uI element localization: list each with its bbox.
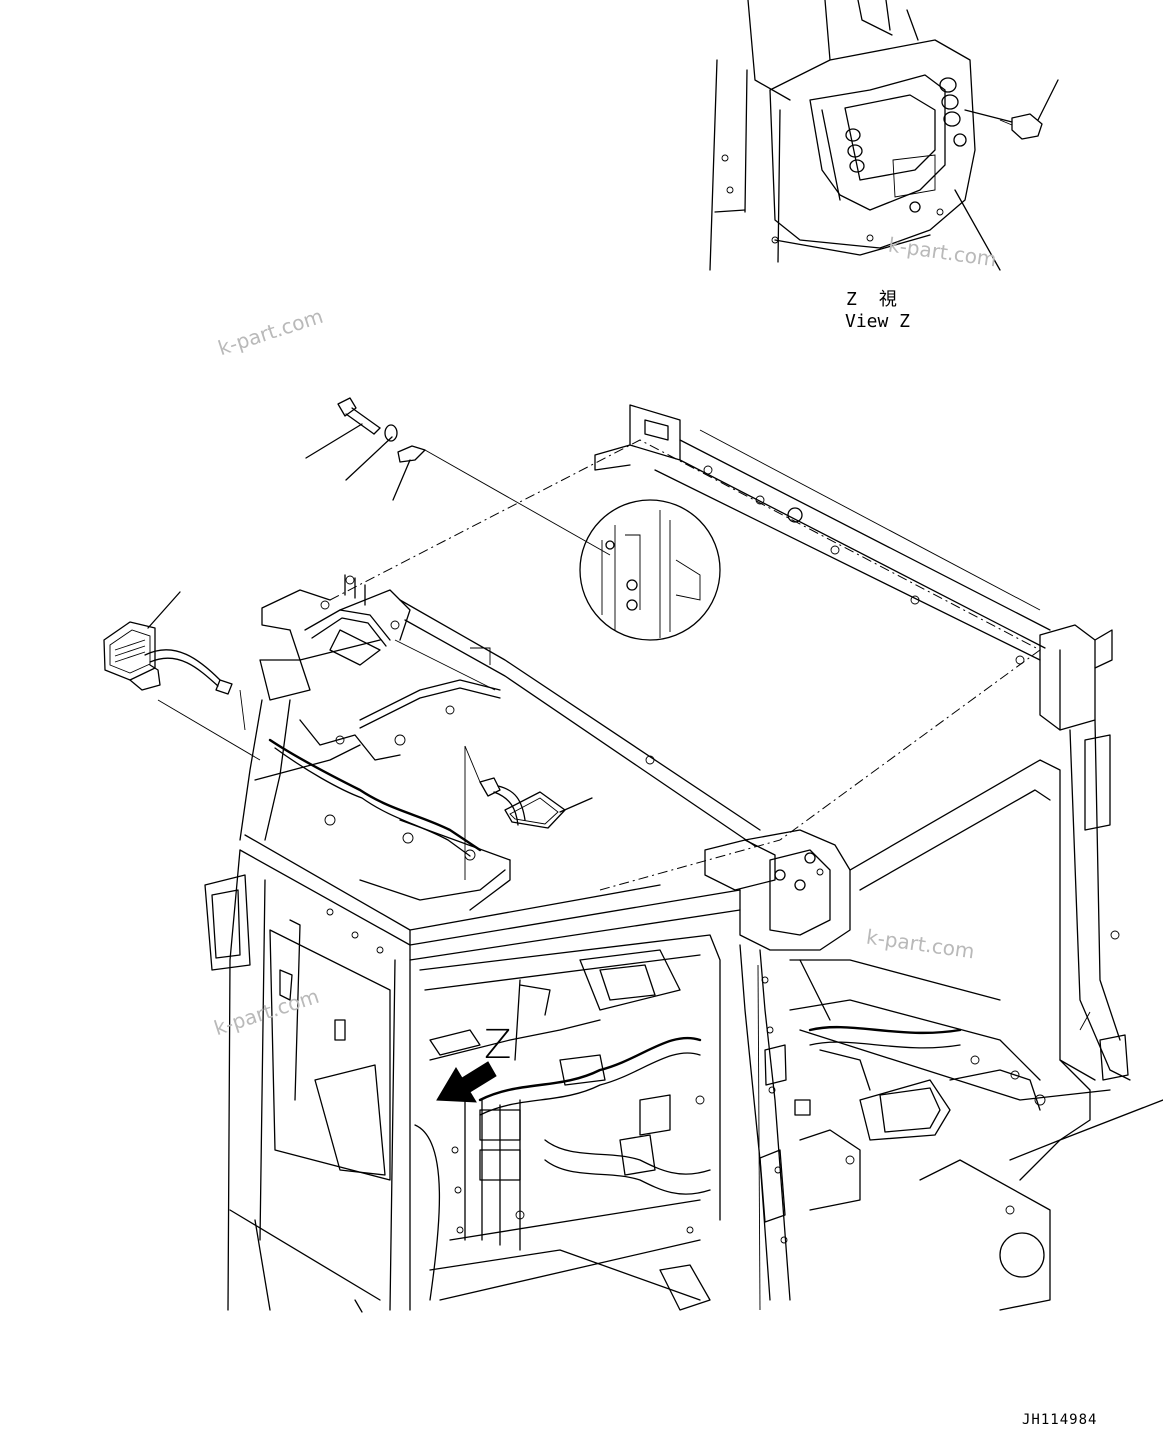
view-z-title-en: View Z <box>845 311 911 332</box>
cab-left-side <box>204 849 441 1313</box>
view-z-marker: Z <box>484 1022 512 1068</box>
center-work-lamp <box>464 745 593 880</box>
view-z-title-jp: Z 視 <box>846 289 899 310</box>
cab-roof <box>239 404 1113 961</box>
drawing-number: JH114984 <box>1022 1412 1098 1428</box>
right-front-post <box>704 829 851 1311</box>
right-frame <box>789 719 1163 1311</box>
view-z-arrow <box>436 1061 497 1103</box>
view-z-detail <box>709 0 1059 271</box>
cab-interior <box>419 934 1041 1311</box>
fastener-parts <box>305 397 721 641</box>
left-work-lamp <box>103 591 261 761</box>
